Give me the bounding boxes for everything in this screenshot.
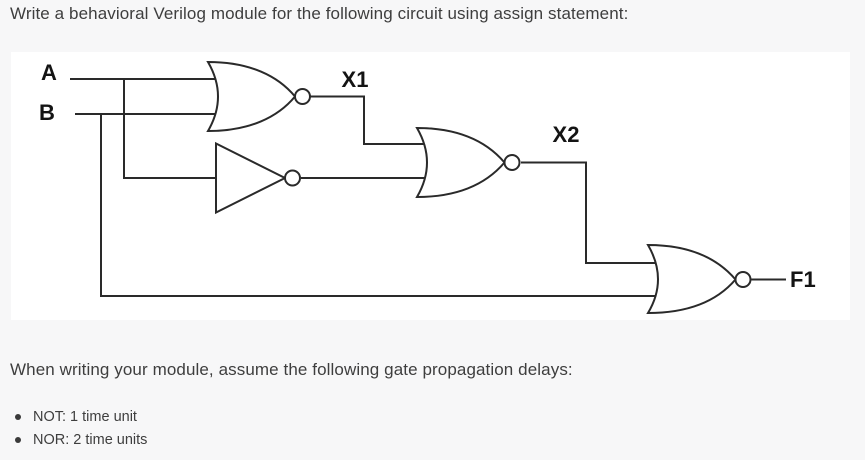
delay-item-not: NOT: 1 time unit [10, 409, 147, 425]
bullet-icon [15, 437, 21, 443]
circuit-panel: A B X1 X2 F1 [11, 52, 850, 320]
nor2-gate [415, 126, 506, 199]
wire-x2-net [521, 161, 658, 264]
wire-b-to-nor3 [100, 114, 658, 297]
net-x1-label: X1 [342, 67, 369, 92]
delay-item-nor: NOR: 2 time units [10, 432, 147, 448]
net-x2-label: X2 [553, 122, 580, 147]
not-gate [215, 141, 288, 215]
bullet-icon [15, 414, 21, 420]
nor1-gate [206, 60, 297, 133]
nor1-bubble-icon [294, 88, 311, 105]
input-b-label: B [39, 100, 55, 125]
not-bubble-icon [284, 169, 301, 187]
delays-intro: When writing your module, assume the fol… [10, 360, 573, 379]
wire-a-to-not [123, 79, 224, 179]
input-a-label: A [41, 60, 57, 85]
output-f1-label: F1 [790, 267, 816, 292]
nor3-gate [646, 243, 737, 315]
wire-x1-net [310, 95, 426, 145]
circuit-diagram: A B X1 X2 F1 [39, 60, 816, 315]
nor2-bubble-icon [503, 154, 521, 171]
question-title: Write a behavioral Verilog module for th… [10, 4, 629, 23]
delay-item-nor-text: NOR: 2 time units [33, 432, 148, 448]
delay-item-not-text: NOT: 1 time unit [33, 409, 137, 425]
delay-list: NOT: 1 time unit NOR: 2 time units [10, 409, 147, 455]
nor3-bubble-icon [734, 271, 752, 288]
